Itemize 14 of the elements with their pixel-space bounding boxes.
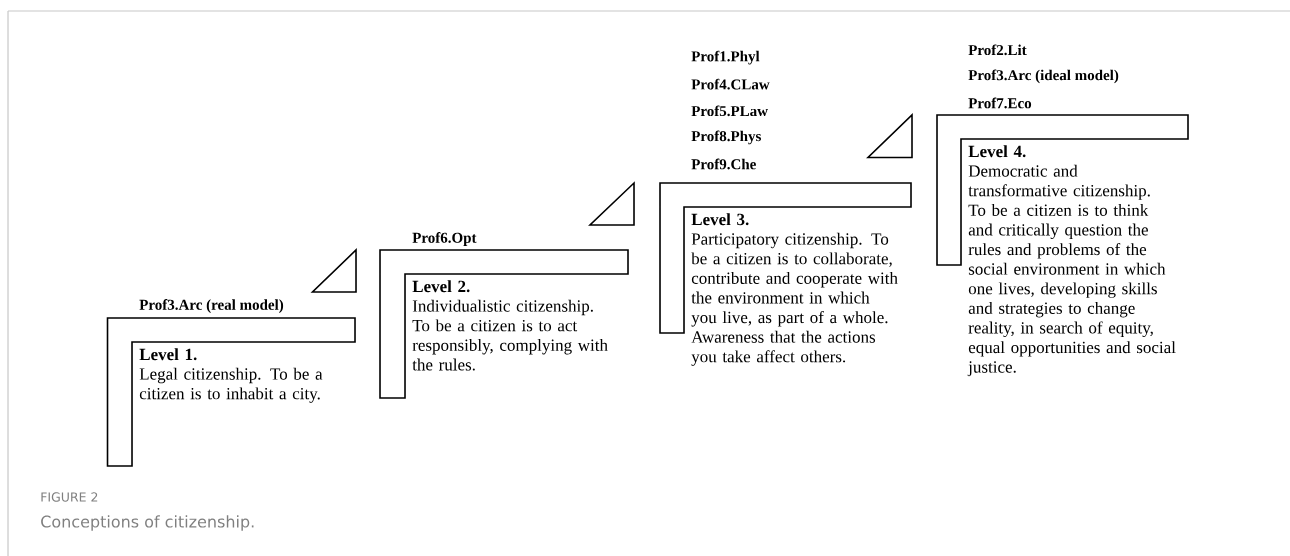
profile-label: Prof6.Opt <box>412 232 477 246</box>
figure-number: FIGURE 2 <box>41 492 98 502</box>
profile-label: Prof2.Lit <box>968 44 1027 56</box>
node-label: one lives, developing skills and strategies to change reality, in search of equity, equal opportunities and social justice. <box>967 282 1176 377</box>
profile-label: Prof7.Eco <box>968 97 1032 109</box>
profile-label: Prof9.Che <box>691 158 756 170</box>
figure-caption: Conceptions of citizenship. <box>41 515 254 531</box>
node-label: you take affect others. <box>691 350 846 366</box>
profile-label: Prof8.Phys <box>691 130 761 145</box>
profile-label: Prof5.PLaw <box>691 105 768 117</box>
profile-label: Prof3.Arc (real model) <box>139 299 284 313</box>
profile-label: Prof3.Arc (ideal model) <box>968 69 1119 84</box>
profile-label: Prof1.Phyl <box>691 50 760 65</box>
profile-label: Prof4.CLaw <box>691 78 770 90</box>
